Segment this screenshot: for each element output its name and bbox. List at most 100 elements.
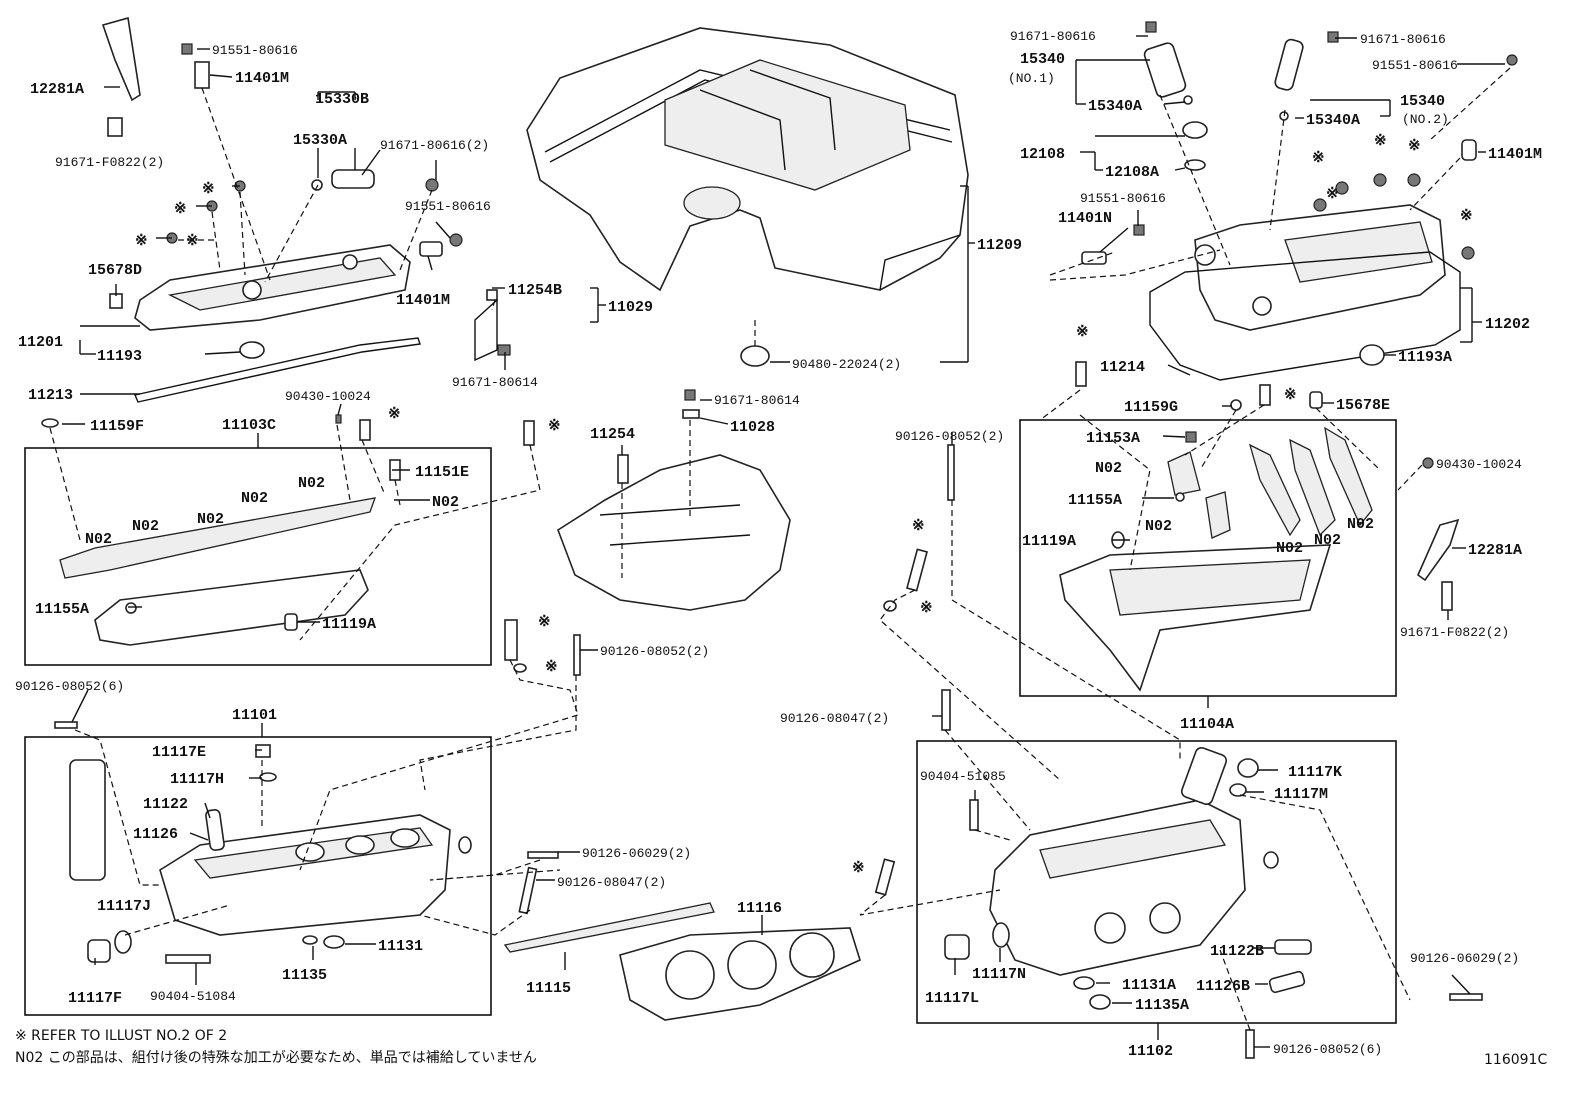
label-11117L: 11117L	[925, 990, 979, 1007]
ref-mark: ※	[1312, 150, 1325, 167]
label-12281A-left: 12281A	[30, 81, 84, 98]
ref-mark: ※	[186, 233, 199, 250]
label-91551-80616-mid-left: 91551-80616	[405, 199, 491, 214]
label-11214: 11214	[1100, 359, 1145, 376]
label-90126-08052-6-right: 90126-08052(6)	[1273, 1042, 1382, 1057]
label-11401N: 11401N	[1058, 210, 1112, 227]
label-11254B: 11254B	[508, 282, 562, 299]
label-11159G: 11159G	[1124, 399, 1178, 416]
ref-mark: ※	[912, 518, 925, 535]
label-15340-no2: 15340	[1400, 93, 1445, 110]
ref-mark: ※	[388, 406, 401, 423]
label-91671-F0822-right: 91671-F0822(2)	[1400, 625, 1509, 640]
label-n02: N02	[85, 531, 112, 548]
label-n02: N02	[1276, 540, 1303, 557]
label-11135: 11135	[282, 967, 327, 984]
label-15340-no2-sub: (NO.2)	[1402, 112, 1449, 127]
label-11135A: 11135A	[1135, 997, 1189, 1014]
head-cover-gasket-left	[134, 337, 421, 403]
label-90126-08052-6-left: 90126-08052(6)	[15, 679, 124, 694]
label-11122: 11122	[143, 796, 188, 813]
label-n02: N02	[1145, 518, 1172, 535]
label-11119A-right: 11119A	[1022, 533, 1076, 550]
label-91551-80616-top-right: 91551-80616	[1372, 58, 1458, 73]
cylinder-head-right	[989, 746, 1246, 976]
label-91671-F0822-left: 91671-F0822(2)	[55, 155, 164, 170]
reference-marks: ※ ※ ※ ※ ※ ※ ※ ※ ※ ※ ※ ※ ※ ※ ※ ※ ※ ※	[135, 133, 1473, 877]
label-15340-no1: 15340	[1020, 51, 1065, 68]
label-11101: 11101	[232, 707, 277, 724]
head-gasket-11115	[503, 902, 715, 953]
head-cover-left	[134, 244, 411, 331]
ref-mark: ※	[538, 614, 551, 631]
label-11117E: 11117E	[152, 744, 206, 761]
label-90480-22024: 90480-22024(2)	[792, 357, 901, 372]
label-11117H: 11117H	[170, 771, 224, 788]
label-11117J: 11117J	[97, 898, 151, 915]
label-15678D: 15678D	[88, 262, 142, 279]
label-11117K: 11117K	[1288, 764, 1342, 781]
label-90126-08047-2-right: 90126-08047(2)	[780, 711, 889, 726]
head-gasket-11116	[619, 927, 861, 1021]
label-11126B: 11126B	[1196, 978, 1250, 995]
label-11119A-left: 11119A	[322, 616, 376, 633]
ref-mark: ※	[545, 659, 558, 676]
label-11103C: 11103C	[222, 417, 276, 434]
head-cover-gasket-right	[1149, 251, 1461, 381]
label-15330B: 15330B	[315, 91, 369, 108]
label-15330A: 15330A	[293, 132, 347, 149]
ref-mark: ※	[1284, 387, 1297, 404]
ref-mark: ※	[920, 600, 933, 617]
label-91671-80614-b: 91671-80614	[714, 393, 800, 408]
label-15678E: 15678E	[1336, 397, 1390, 414]
label-11122B: 11122B	[1210, 943, 1264, 960]
label-n02: N02	[432, 494, 459, 511]
label-15340A-2: 15340A	[1306, 112, 1360, 129]
ref-mark: ※	[174, 201, 187, 218]
label-90430-10024-left: 90430-10024	[285, 389, 371, 404]
label-11401M-mid-left: 11401M	[396, 292, 450, 309]
label-11209: 11209	[977, 237, 1022, 254]
label-90126-08052-2-right: 90126-08052(2)	[895, 429, 1004, 444]
label-91671-80616-top-right-2: 91671-80616	[1360, 32, 1446, 47]
label-91671-80616-top-right-1: 91671-80616	[1010, 29, 1096, 44]
label-11028: 11028	[730, 419, 775, 436]
cylinder-head-left	[69, 759, 451, 936]
label-11401M-right: 11401M	[1488, 146, 1542, 163]
label-90430-10024-right: 90430-10024	[1436, 457, 1522, 472]
label-90126-08052-2-center: 90126-08052(2)	[600, 644, 709, 659]
label-11131A: 11131A	[1122, 977, 1176, 994]
label-11151E: 11151E	[415, 464, 469, 481]
cylinder-head-box-right	[916, 740, 1397, 1024]
label-91671-80616-2-left: 91671-80616(2)	[380, 138, 489, 153]
label-n02: N02	[298, 475, 325, 492]
label-11131: 11131	[378, 938, 423, 955]
ref-mark: ※	[1076, 324, 1089, 341]
label-n02: N02	[1314, 532, 1341, 549]
intake-manifold	[557, 454, 791, 611]
label-11117M: 11117M	[1274, 786, 1328, 803]
label-12108A: 12108A	[1105, 164, 1159, 181]
note-n02: N02 この部品は、組付け後の特殊な加工が必要なため、単品では補給していません	[15, 1050, 537, 1066]
label-11159F: 11159F	[90, 418, 144, 435]
label-91671-80614-a: 91671-80614	[452, 375, 538, 390]
label-11155A-left: 11155A	[35, 601, 89, 618]
label-11102: 11102	[1128, 1043, 1173, 1060]
illustration-code: 116091C	[1484, 1052, 1547, 1068]
part-number-labels: 12281A 91551-80616 11401M 15330B 15330A …	[15, 29, 1542, 1060]
label-11201: 11201	[18, 334, 63, 351]
assembly-dashed-lines	[49, 67, 1511, 1031]
label-11117N: 11117N	[972, 966, 1026, 983]
label-11213: 11213	[28, 387, 73, 404]
label-11115: 11115	[526, 980, 571, 997]
label-11155A-right: 11155A	[1068, 492, 1122, 509]
label-11401M-top-left: 11401M	[235, 70, 289, 87]
label-15340A-1: 15340A	[1088, 98, 1142, 115]
label-n02: N02	[1347, 516, 1374, 533]
ref-mark: ※	[1374, 133, 1387, 150]
label-90126-06029-2-center: 90126-06029(2)	[582, 846, 691, 861]
cylinder-head-box-left	[24, 736, 492, 1016]
ref-mark: ※	[852, 860, 865, 877]
label-91551-80616-mid-right: 91551-80616	[1080, 191, 1166, 206]
